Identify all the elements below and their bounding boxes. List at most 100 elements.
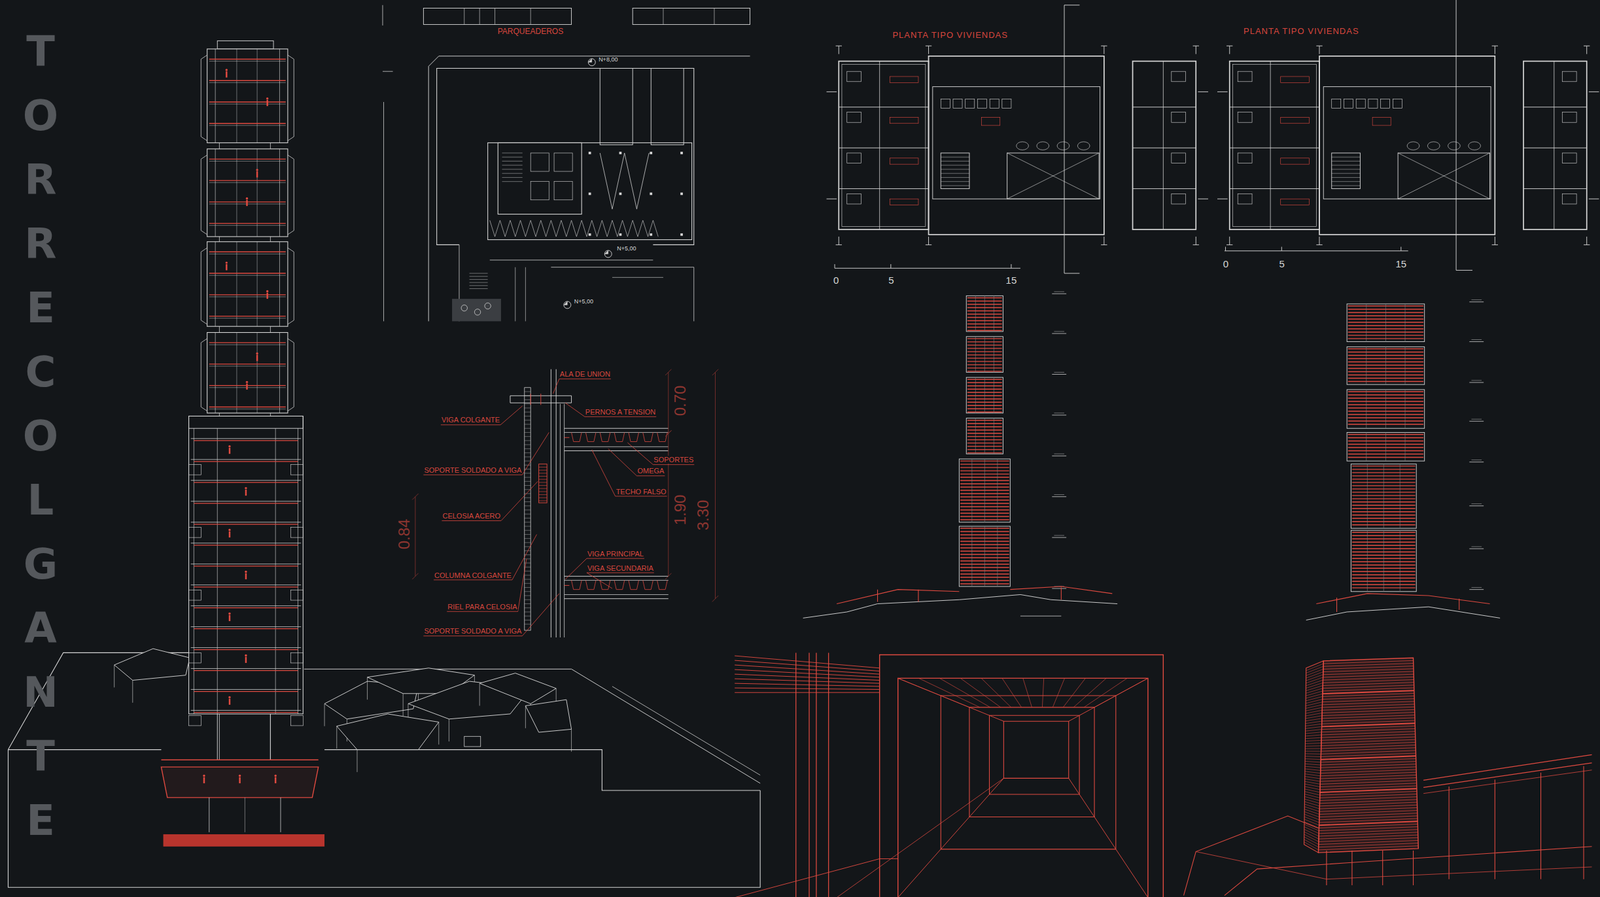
level-mark — [1471, 459, 1482, 461]
line-work — [209, 296, 286, 297]
line-work — [984, 418, 986, 455]
part-label: PERNOS A TENSION — [584, 408, 657, 417]
line-work — [217, 428, 218, 715]
axis-tick — [1193, 45, 1200, 47]
void — [1007, 153, 1099, 199]
line-work — [1523, 147, 1587, 149]
facade-louver — [1321, 707, 1415, 711]
line-work — [940, 164, 970, 166]
ceiling-slat — [919, 678, 980, 708]
outline — [217, 40, 274, 49]
module-facade — [966, 377, 1003, 414]
axis-tick — [1586, 236, 1587, 245]
line-work — [539, 470, 547, 471]
line-work — [209, 160, 286, 162]
leader-line — [636, 475, 665, 477]
line-work — [1020, 616, 1061, 617]
canopy — [1336, 597, 1338, 613]
outline — [650, 68, 684, 146]
line-work — [993, 336, 995, 373]
facade-louver — [1322, 680, 1414, 684]
line-work — [501, 164, 522, 166]
line-work — [524, 542, 531, 543]
level-marker — [563, 301, 572, 309]
facade-louver — [1306, 666, 1324, 674]
line-work — [1331, 185, 1361, 186]
floor-slab — [193, 503, 298, 504]
level-mark — [1051, 537, 1067, 539]
outline — [632, 7, 750, 25]
line-work — [879, 655, 1164, 897]
line-work — [1365, 389, 1367, 429]
line-work — [1007, 153, 1099, 199]
line-work — [209, 366, 286, 367]
axis-tick — [835, 45, 842, 47]
lobby-glass — [160, 767, 318, 799]
outline — [291, 715, 304, 727]
line-work — [209, 124, 286, 126]
line-work — [1365, 346, 1367, 385]
facade-louver — [1304, 743, 1322, 745]
ceiling-slat — [1052, 678, 1065, 708]
axis-tick — [1195, 236, 1197, 245]
line-work — [436, 68, 695, 246]
line-work — [524, 611, 531, 613]
level-mark — [1469, 421, 1484, 422]
level-mark — [1053, 291, 1065, 293]
part-label: SOPORTES — [652, 455, 695, 464]
module-facade — [1346, 389, 1425, 429]
axis-tick — [1586, 45, 1587, 54]
facade-louver — [1321, 701, 1415, 706]
module-facade — [966, 295, 1003, 332]
line-work — [539, 491, 547, 492]
line-work — [524, 497, 531, 499]
facade-louver — [1304, 799, 1320, 804]
level-mark — [1051, 374, 1067, 375]
room-tag — [889, 198, 919, 205]
perspective-line — [1068, 778, 1148, 897]
canopy-roof — [336, 714, 439, 751]
level-marker — [563, 301, 568, 305]
dimension: 0.84 — [395, 518, 413, 551]
furniture — [1057, 141, 1070, 150]
line-work — [1132, 147, 1197, 149]
level-marker — [588, 58, 592, 63]
facade-louver — [1304, 740, 1322, 742]
person-figure — [225, 261, 228, 264]
room-tag — [889, 117, 919, 123]
line-work — [524, 448, 531, 450]
line-work — [524, 579, 531, 581]
canopy-post — [1540, 773, 1542, 880]
plan-guides — [834, 0, 1473, 274]
level-mark — [1053, 330, 1065, 332]
omega-profile — [614, 580, 625, 591]
floor-slab — [209, 223, 286, 224]
person-figure — [228, 612, 231, 615]
axis-tick — [1492, 244, 1498, 246]
facade-louver — [1304, 807, 1320, 812]
hanger-detail — [412, 369, 719, 638]
line-work — [612, 686, 761, 776]
floor-slab — [209, 80, 286, 82]
line-work — [984, 526, 986, 587]
scale-number: 0 — [1222, 259, 1230, 271]
column-dot — [619, 233, 623, 237]
line-work — [539, 472, 547, 474]
part-label: VIGA COLGANTE — [440, 416, 501, 424]
axis-tick — [1103, 236, 1105, 245]
line-work — [524, 419, 531, 421]
part-label: TECHO FALSO — [615, 487, 668, 496]
line-work — [501, 168, 522, 170]
level-mark — [1471, 546, 1482, 548]
stair-opening — [464, 736, 481, 748]
line-work — [524, 563, 531, 564]
line-work — [200, 338, 207, 412]
line-work — [1405, 346, 1406, 385]
line-work — [1367, 464, 1368, 529]
canopy-post — [132, 680, 133, 704]
outline — [530, 181, 549, 201]
line-work — [1367, 530, 1368, 592]
tree-symbol — [474, 309, 481, 316]
facade-louver — [1304, 761, 1321, 763]
